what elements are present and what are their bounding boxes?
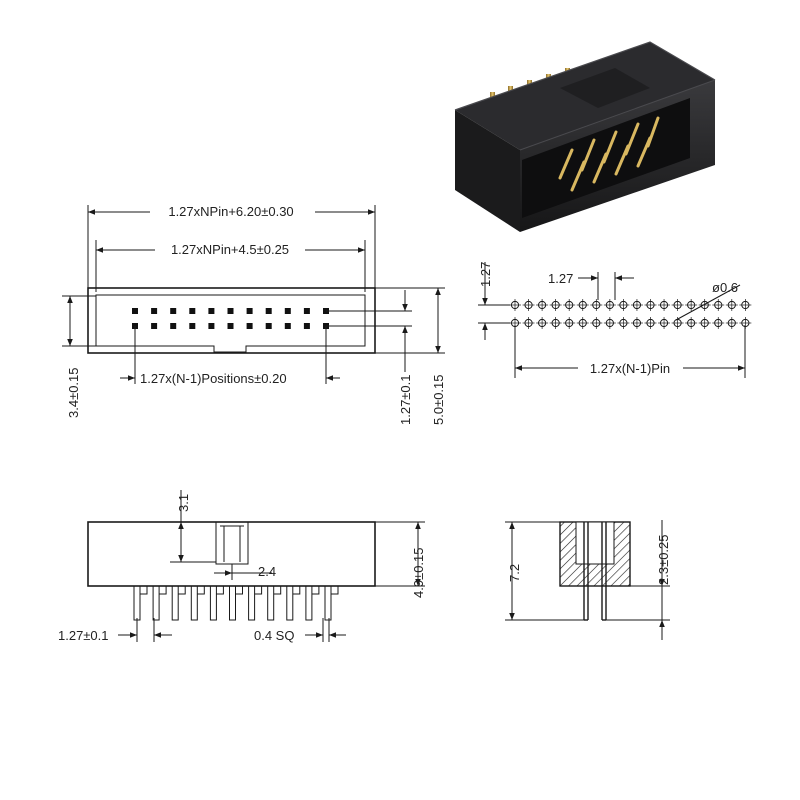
footprint-hole [590,317,603,329]
top-view-pin [284,308,291,314]
footprint-hole [644,317,657,329]
dim-inner-width: 1.27xNPin+4.5±0.25 [171,242,289,257]
side-view-pin [267,586,282,621]
dim-fp-span: 1.27x(N-1)Pin [590,361,670,376]
dim-row-spacing: 2.4 [258,564,276,579]
side-view: 3.1 2.4 4.9±0.15 1.27±0.1 0.4 SQ [58,490,426,643]
side-view-pin [190,586,205,621]
dim-side-pitch: 1.27±0.1 [58,628,109,643]
top-view: 1.27xNPin+6.20±0.30 1.27xNPin+4.5±0.25 1… [62,203,446,425]
dim-pitch-span: 1.27x(N-1)Positions±0.20 [140,371,287,386]
footprint-hole [698,317,711,329]
side-view-pin [324,586,339,621]
dim-body-height: 4.9±0.15 [411,547,426,598]
footprint-hole [630,317,643,329]
footprint-hole [685,299,698,311]
footprint-hole [590,299,603,311]
top-view-pin [246,308,253,314]
side-view-pin [209,586,224,621]
dim-pin-below: 2.3±0.25 [656,534,671,585]
top-view-pin [189,308,196,314]
top-view-pin [132,308,138,314]
footprint-hole [549,317,562,329]
side-view-pin [229,586,243,621]
dim-overall-width: 1.27xNPin+6.20±0.30 [168,204,293,219]
top-view-pin [303,323,310,329]
footprint-hole [509,299,521,311]
top-view-pin [284,323,291,329]
footprint-hole [563,317,576,329]
side-view-pin [171,586,186,621]
top-view-pin [170,323,177,329]
dim-pin-above: 3.1 [176,494,191,512]
pcb-footprint: 1.27 1.27 ø0.6 1.27x(N-1)Pin [478,262,752,378]
top-view-pin [265,323,272,329]
footprint-hole [549,299,562,311]
footprint-hole [576,299,589,311]
footprint-hole [698,299,711,311]
top-view-pin [265,308,272,314]
side-view-pins [133,586,339,621]
footprint-hole [658,317,671,329]
dim-row-pitch: 1.27±0.1 [398,374,413,425]
cavity-pins [558,116,660,192]
footprint-hole [563,299,576,311]
top-view-pin [151,308,158,314]
footprint-hole [630,299,643,311]
box-header-connector-photo [454,41,716,232]
dim-fp-row-pitch: 1.27 [478,262,493,287]
side-view-pin [152,586,167,621]
dim-fp-hole: ø0.6 [712,280,738,295]
footprint-hole [603,299,616,311]
footprint-hole [644,299,657,311]
footprint-hole [617,299,630,311]
footprint-hole [725,317,738,329]
footprint-hole [536,317,549,329]
side-view-pin [305,586,320,621]
dim-inner-depth: 3.4±0.15 [66,367,81,418]
footprint-hole [712,317,725,329]
top-view-pin [208,323,215,329]
top-view-pin [227,323,234,329]
side-view-pin [248,586,263,621]
footprint-holes [509,299,752,329]
dim-fp-pitch: 1.27 [548,271,573,286]
footprint-hole [522,317,535,329]
footprint-hole [739,299,752,311]
top-view-pin [189,323,196,329]
dim-pin-size: 0.4 SQ [254,628,294,643]
footprint-hole [576,317,589,329]
footprint-hole [671,299,684,311]
footprint-hole [658,299,671,311]
top-view-pins [132,308,329,329]
top-view-pin [208,308,215,314]
section-view: 7.2 2.3±0.25 [505,520,671,640]
footprint-hole [522,299,535,311]
top-view-pin [246,323,253,329]
footprint-hole [536,299,549,311]
footprint-hole [685,317,698,329]
footprint-hole [617,317,630,329]
dim-overall-depth: 5.0±0.15 [431,374,446,425]
top-view-pin [227,308,234,314]
side-view-pin [286,586,301,621]
top-view-pin [303,308,310,314]
footprint-hole [725,299,738,311]
dim-total-height: 7.2 [507,564,522,582]
footprint-hole [603,317,616,329]
footprint-hole [712,299,725,311]
top-view-pin [151,323,158,329]
side-view-pin [133,586,148,621]
top-view-pin [170,308,177,314]
